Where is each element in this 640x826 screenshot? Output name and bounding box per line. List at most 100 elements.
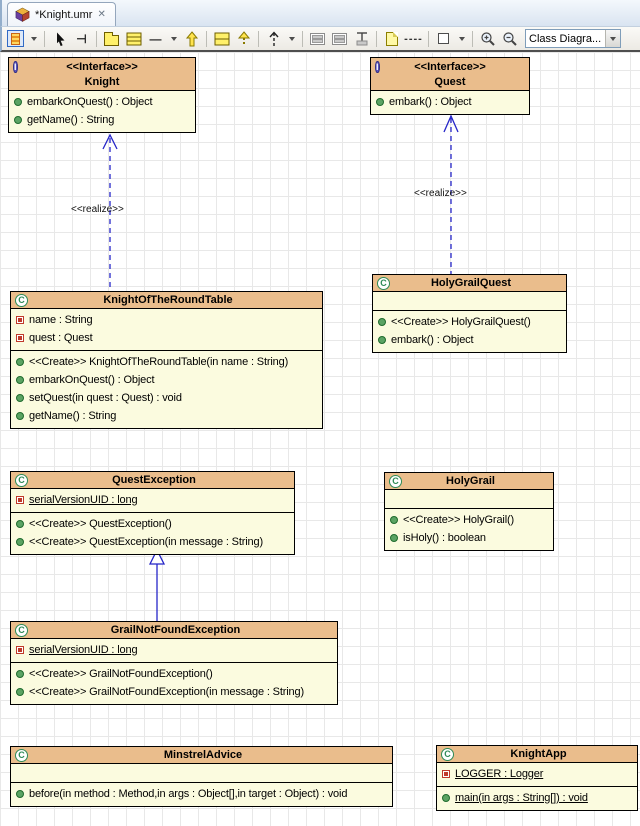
operations-compartment: embark() : Object <box>371 91 529 114</box>
attribute-row[interactable]: LOGGER : Logger <box>437 765 637 783</box>
interface-icon: I <box>375 61 380 73</box>
method-icon <box>16 670 24 678</box>
palette-dropdown-button[interactable] <box>27 29 40 49</box>
stereotype-label: <<Interface>> <box>66 61 138 73</box>
toolbar-separator <box>428 30 429 47</box>
generalization-tool-button[interactable] <box>181 29 202 49</box>
realization-tool-button[interactable] <box>233 29 254 49</box>
class-box-questexception[interactable]: C QuestException serialVersionUID : long… <box>10 471 295 555</box>
solid-up-arrow-icon <box>185 30 198 46</box>
note-page-icon <box>385 31 398 46</box>
operation-row[interactable]: <<Create>> KnightOfTheRoundTable(in name… <box>11 353 322 371</box>
field-icon <box>16 496 24 504</box>
association-dropdown-button[interactable] <box>167 29 180 49</box>
add-note-button[interactable] <box>381 29 402 49</box>
marquee-icon: ⊣ <box>76 31 87 46</box>
diagram-type-select[interactable]: Class Diagra... <box>525 29 621 48</box>
dependency-dropdown-button[interactable] <box>285 29 298 49</box>
operations-compartment: <<Create>> QuestException() <<Create>> Q… <box>11 513 294 554</box>
method-icon <box>16 412 24 420</box>
method-icon <box>390 534 398 542</box>
operation-row[interactable]: main(in args : String[]) : void <box>437 789 637 807</box>
class-name: Quest <box>434 76 466 88</box>
class-box-knightoftheroundtable[interactable]: C KnightOfTheRoundTable name : String qu… <box>10 291 323 429</box>
class-header: C HolyGrailQuest <box>373 275 566 292</box>
class-name: HolyGrail <box>446 475 495 487</box>
dashed-up-arrow-icon <box>268 30 279 46</box>
operation-row[interactable]: isHoly() : boolean <box>385 529 553 547</box>
operation-row[interactable]: <<Create>> GrailNotFoundException(in mes… <box>11 683 337 701</box>
class-name: MinstrelAdvice <box>163 749 243 761</box>
class-shape-icon <box>126 32 141 45</box>
operation-row[interactable]: before(in method : Method,in args : Obje… <box>11 785 392 803</box>
class-icon: C <box>389 474 402 488</box>
method-icon <box>16 520 24 528</box>
operation-row[interactable]: embark() : Object <box>373 331 566 349</box>
operation-row[interactable]: <<Create>> QuestException() <box>11 515 294 533</box>
tab-knight-umr[interactable]: *Knight.umr ✕ <box>7 2 116 26</box>
class-box-quest[interactable]: I <<Interface>> Quest embark() : Object <box>370 57 530 115</box>
attribute-row[interactable]: name : String <box>11 311 322 329</box>
method-icon <box>16 376 24 384</box>
distribute-button[interactable] <box>351 29 372 49</box>
realize-label-quest[interactable]: <<realize>> <box>414 188 467 199</box>
class-box-knightapp[interactable]: C KnightApp LOGGER : Logger main(in args… <box>436 745 638 811</box>
attributes-compartment: LOGGER : Logger <box>437 763 637 787</box>
operation-row[interactable]: <<Create>> HolyGrail() <box>385 511 553 529</box>
operation-row[interactable]: embarkOnQuest() : Object <box>9 93 195 111</box>
add-package-button[interactable] <box>101 29 122 49</box>
select-tool-button[interactable] <box>49 29 70 49</box>
operation-row[interactable]: embark() : Object <box>371 93 529 111</box>
zoom-out-icon <box>502 31 517 46</box>
class-box-minstreladvice[interactable]: C MinstrelAdvice before(in method : Meth… <box>10 746 393 807</box>
operation-row[interactable]: setQuest(in quest : Quest) : void <box>11 389 322 407</box>
class-header: C KnightOfTheRoundTable <box>11 292 322 309</box>
operation-row[interactable]: getName() : String <box>9 111 195 129</box>
align-horizontal-button[interactable] <box>307 29 328 49</box>
attributes-compartment <box>373 292 566 311</box>
operation-row[interactable]: <<Create>> QuestException(in message : S… <box>11 533 294 551</box>
attribute-row[interactable]: serialVersionUID : long <box>11 641 337 659</box>
interface-icon: I <box>13 61 18 73</box>
attribute-row[interactable]: quest : Quest <box>11 329 322 347</box>
palette-button[interactable] <box>5 29 26 49</box>
attributes-compartment: serialVersionUID : long <box>11 639 337 663</box>
class-box-holygrail[interactable]: C HolyGrail <<Create>> HolyGrail() isHol… <box>384 472 554 551</box>
class-icon: C <box>15 623 28 637</box>
realize-label-knight[interactable]: <<realize>> <box>71 204 124 215</box>
marquee-tool-button[interactable]: ⊣ <box>71 29 92 49</box>
zoom-out-button[interactable] <box>499 29 520 49</box>
tab-title: *Knight.umr <box>35 8 93 21</box>
association-tool-button[interactable]: — <box>145 29 166 49</box>
align-vertical-button[interactable] <box>329 29 350 49</box>
tab-close-icon[interactable]: ✕ <box>97 8 106 20</box>
zoom-in-button[interactable] <box>477 29 498 49</box>
class-box-grailnotfoundexception[interactable]: C GrailNotFoundException serialVersionUI… <box>10 621 338 705</box>
toolbar-separator <box>206 30 207 47</box>
operation-row[interactable]: getName() : String <box>11 407 322 425</box>
class-box-knight[interactable]: I <<Interface>> Knight embarkOnQuest() :… <box>8 57 196 133</box>
dependency-tool-button[interactable] <box>263 29 284 49</box>
operation-row[interactable]: embarkOnQuest() : Object <box>11 371 322 389</box>
operation-row[interactable]: <<Create>> GrailNotFoundException() <box>11 665 337 683</box>
attributes-compartment <box>385 490 553 509</box>
zoom-in-icon <box>480 31 495 46</box>
attributes-compartment <box>11 764 392 783</box>
class-header: I <<Interface>> Quest <box>371 58 529 91</box>
operation-row[interactable]: <<Create>> HolyGrailQuest() <box>373 313 566 331</box>
align-bars-icon <box>310 32 325 45</box>
add-class-button[interactable] <box>123 29 144 49</box>
combo-dropdown-button[interactable] <box>605 30 620 47</box>
class-icon: C <box>377 276 390 290</box>
class-box-holygrailquest[interactable]: C HolyGrailQuest <<Create>> HolyGrailQue… <box>372 274 567 353</box>
class-header: C HolyGrail <box>385 473 553 490</box>
diagram-canvas[interactable]: <<realize>> <<realize>> I <<Interface>> … <box>0 52 640 826</box>
note-attachment-button[interactable]: ---- <box>403 29 424 49</box>
split-class-button[interactable] <box>211 29 232 49</box>
attribute-row[interactable]: serialVersionUID : long <box>11 491 294 509</box>
method-icon <box>442 794 450 802</box>
shape-dropdown-button[interactable] <box>455 29 468 49</box>
method-icon <box>16 358 24 366</box>
shape-tool-button[interactable] <box>433 29 454 49</box>
field-icon <box>16 316 24 324</box>
